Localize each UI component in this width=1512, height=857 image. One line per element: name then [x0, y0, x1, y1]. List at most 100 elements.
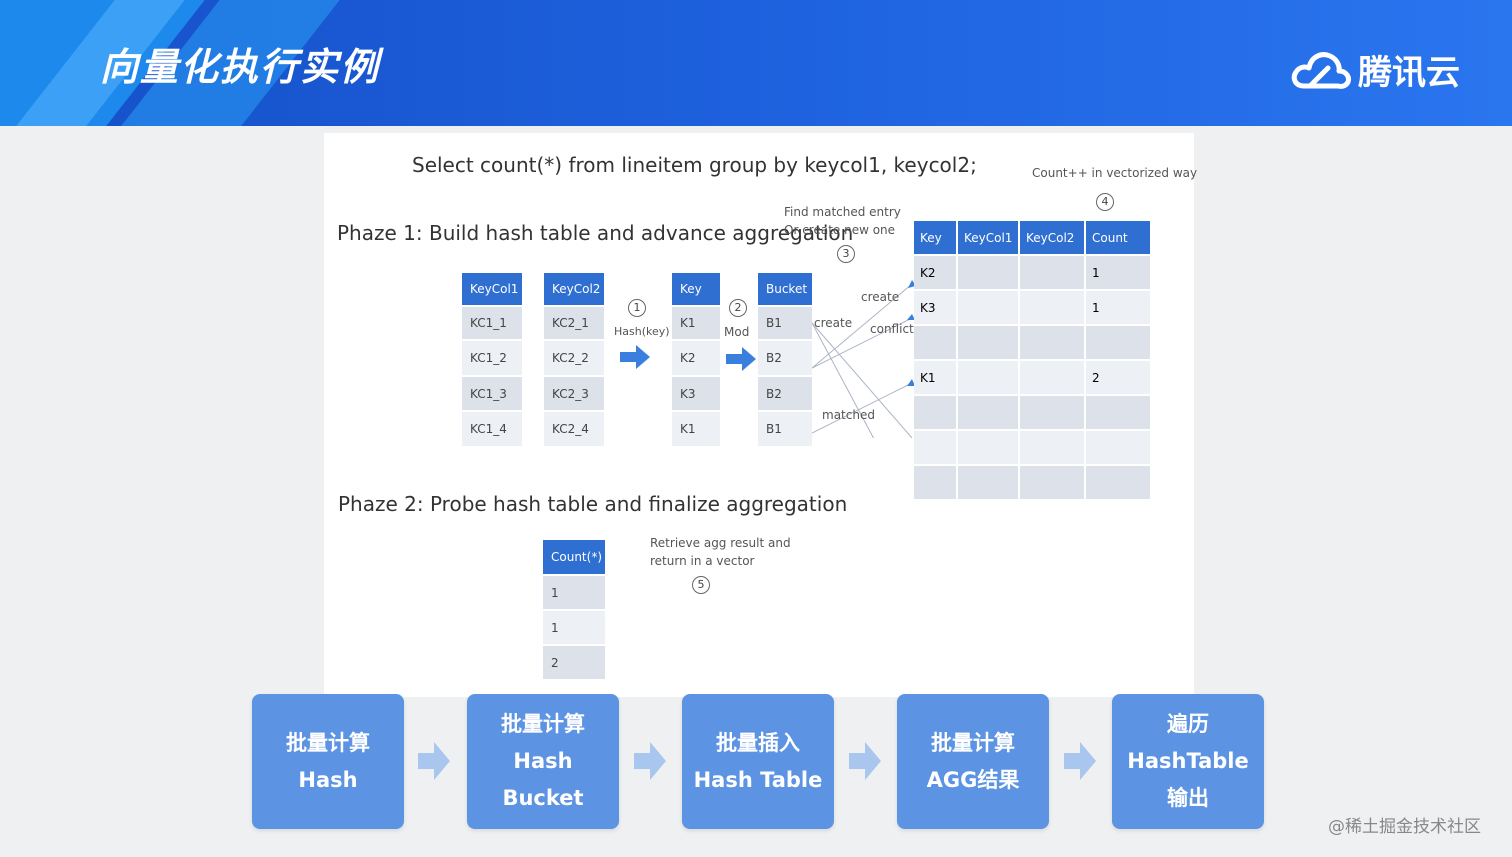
- flow-arrow-icon: [1064, 742, 1096, 780]
- table-cell: 1: [1086, 291, 1150, 326]
- column-cell: 2: [543, 646, 605, 681]
- flow-step-text: 遍历: [1167, 712, 1209, 736]
- key-column: Key K1 K2 K3 K1: [672, 273, 720, 448]
- step-5-marker: 5: [692, 576, 710, 594]
- hash-table-header-cell: Count: [1086, 221, 1150, 256]
- flow-step-text: 批量计算: [931, 730, 1015, 755]
- step-3-marker: 3: [837, 245, 855, 263]
- logo-text: 腾讯云: [1358, 52, 1460, 93]
- table-cell: [958, 361, 1020, 396]
- hash-table-header: Key KeyCol1 KeyCol2 Count: [914, 221, 1150, 256]
- find-label-line2: Or create new one: [784, 223, 896, 237]
- column-cell: K1: [672, 412, 720, 448]
- right-arrow-icon: [726, 347, 756, 371]
- phase1-title: Phaze 1: Build hash table and advance ag…: [337, 221, 854, 245]
- create-label: create: [814, 316, 853, 330]
- flow-step-text: 批量计算: [286, 730, 370, 755]
- count-label: Count++ in vectorized way: [1032, 166, 1198, 180]
- retrieve-label-line2: return in a vector: [650, 554, 755, 568]
- table-cell: [958, 466, 1020, 501]
- bucket-connections: [812, 280, 916, 438]
- conflict-label: conflict: [870, 322, 914, 336]
- column-header: Key: [672, 273, 720, 307]
- column-cell: K1: [672, 307, 720, 341]
- matched-label: matched: [822, 408, 875, 422]
- column-cell: B2: [758, 377, 812, 412]
- table-cell: [1020, 326, 1086, 361]
- flow-arrow-icon: [849, 742, 881, 780]
- flow-step-text: HashTable: [1127, 749, 1249, 773]
- flow-step-text: Hash: [513, 749, 573, 773]
- diagram-panel: Select count(*) from lineitem group by k…: [324, 133, 1198, 697]
- table-cell: [1020, 291, 1086, 326]
- table-row: K3 1: [914, 291, 1150, 326]
- flow-arrow-icon: [418, 742, 450, 780]
- create-label: create: [861, 290, 900, 304]
- step-4-marker: 4: [1096, 193, 1114, 211]
- table-row: K2 1: [914, 256, 1150, 291]
- slide-title: 向量化执行实例: [100, 45, 381, 89]
- flow-step-2: 批量计算 Hash Bucket: [467, 694, 619, 829]
- table-row: [914, 431, 1150, 466]
- column-cell: 1: [543, 576, 605, 611]
- hash-table-header-cell: KeyCol1: [958, 221, 1020, 256]
- hash-table-header-cell: KeyCol2: [1020, 221, 1086, 256]
- table-cell: [914, 396, 958, 431]
- table-cell: [1020, 361, 1086, 396]
- column-cell: K3: [672, 377, 720, 412]
- column-cell: 1: [543, 611, 605, 646]
- flow-step-text: AGG结果: [926, 767, 1020, 792]
- column-header: KeyCol2: [544, 273, 604, 307]
- table-cell: [958, 431, 1020, 466]
- column-cell: KC2_1: [544, 307, 604, 341]
- mod-label: Mod: [724, 325, 750, 339]
- table-cell: 1: [1086, 256, 1150, 291]
- table-row: [914, 326, 1150, 361]
- column-header: Bucket: [758, 273, 812, 307]
- column-cell: KC1_3: [462, 377, 522, 412]
- table-cell: [958, 291, 1020, 326]
- table-cell: [1086, 396, 1150, 431]
- right-arrow-icon: [620, 345, 650, 369]
- table-row: K1 2: [914, 361, 1150, 396]
- table-cell: [958, 396, 1020, 431]
- keycol2-column: KeyCol2 KC2_1 KC2_2 KC2_3 KC2_4: [544, 273, 604, 448]
- column-cell: KC1_4: [462, 412, 522, 448]
- flow-step-text: Hash Table: [693, 767, 823, 792]
- column-cell: KC1_1: [462, 307, 522, 341]
- column-header: Count(*): [543, 540, 605, 576]
- step-1-marker: 1: [628, 299, 646, 317]
- table-cell: K3: [914, 291, 958, 326]
- column-cell: K2: [672, 341, 720, 377]
- watermark: @稀土掘金技术社区: [1328, 817, 1481, 837]
- table-cell: [1086, 326, 1150, 361]
- table-cell: [914, 431, 958, 466]
- column-cell: KC2_4: [544, 412, 604, 448]
- hash-table-header-cell: Key: [914, 221, 958, 256]
- flow-step-text: 批量计算: [501, 712, 585, 736]
- slide-header: 向量化执行实例 腾讯云: [0, 0, 1512, 126]
- sql-query: Select count(*) from lineitem group by k…: [412, 153, 977, 177]
- tencent-cloud-logo: 腾讯云: [1290, 44, 1460, 94]
- table-cell: [958, 326, 1020, 361]
- flow-step-5: 遍历 HashTable 输出: [1112, 694, 1264, 829]
- column-cell: KC1_2: [462, 341, 522, 377]
- table-cell: [1020, 256, 1086, 291]
- flow-arrow-icon: [634, 742, 666, 780]
- table-row: [914, 466, 1150, 501]
- column-cell: B1: [758, 307, 812, 341]
- result-column: Count(*) 1 1 2: [543, 540, 605, 681]
- column-cell: KC2_3: [544, 377, 604, 412]
- table-cell: [1020, 396, 1086, 431]
- hash-table: Key KeyCol1 KeyCol2 Count K2 1 K3 1 K1: [914, 221, 1150, 501]
- flow-step-text: 批量插入: [716, 730, 800, 755]
- flow-step-1: 批量计算 Hash: [252, 694, 404, 829]
- keycol1-column: KeyCol1 KC1_1 KC1_2 KC1_3 KC1_4: [462, 273, 522, 448]
- table-cell: K1: [914, 361, 958, 396]
- bucket-column: Bucket B1 B2 B2 B1: [758, 273, 812, 448]
- flow-step-text: Bucket: [502, 786, 584, 810]
- phase2-title: Phaze 2: Probe hash table and finalize a…: [338, 492, 848, 516]
- table-cell: [1020, 466, 1086, 501]
- hash-label: Hash(key): [614, 325, 670, 338]
- column-cell: B2: [758, 341, 812, 377]
